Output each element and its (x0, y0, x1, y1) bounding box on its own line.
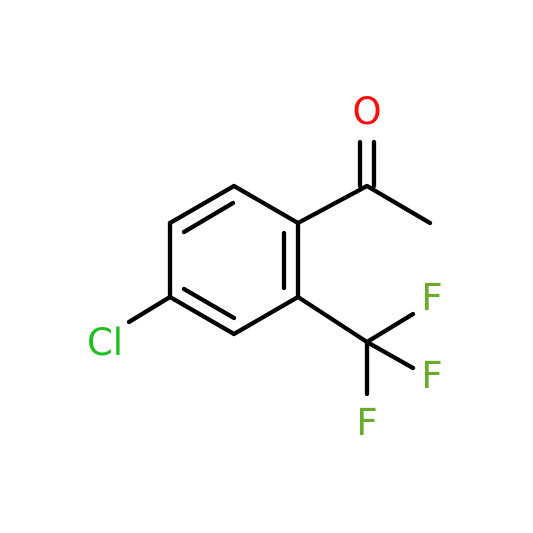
ring-inner-double-bond (181, 286, 237, 321)
chlorine-label: Cl (87, 321, 123, 364)
ring-bond (167, 294, 237, 337)
ring-to-cf3-bond (295, 294, 370, 345)
ring-bond (231, 294, 301, 337)
cf-bond (364, 339, 416, 371)
oxygen-label: O (352, 90, 381, 133)
cf-bond (364, 311, 416, 345)
ring-to-chlorine-bond (126, 294, 173, 325)
ring-bond (167, 183, 237, 226)
fluorine-label: F (356, 401, 377, 444)
ring-inner-double-bond (181, 200, 236, 235)
methyl-bond (364, 183, 433, 226)
fluorine-label: F (421, 354, 442, 397)
ring-bond (231, 183, 301, 226)
fluorine-label: F (421, 276, 442, 319)
ring-to-carbonyl-bond (295, 183, 370, 226)
